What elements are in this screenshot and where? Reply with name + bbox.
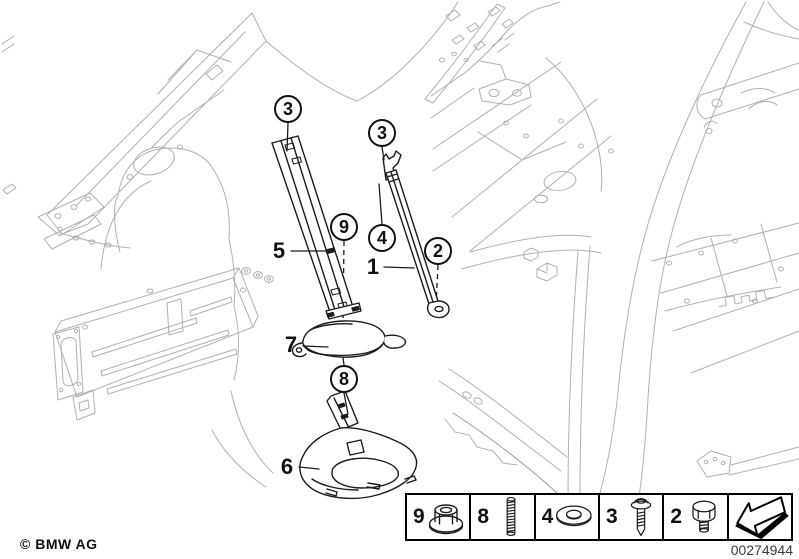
callout-8[interactable]: 8 bbox=[330, 365, 358, 393]
stud-icon bbox=[506, 497, 516, 537]
legend-number: 4 bbox=[541, 505, 554, 528]
callout-4[interactable]: 4 bbox=[368, 224, 396, 252]
washer-icon bbox=[556, 505, 592, 527]
legend-number: 2 bbox=[670, 505, 682, 528]
direction-arrow-icon bbox=[735, 496, 789, 539]
copyright-text: © BMW AG bbox=[20, 536, 98, 552]
callout-9[interactable]: 9 bbox=[330, 213, 358, 241]
leader-lines bbox=[286, 122, 415, 470]
legend-cell-8[interactable]: 8 bbox=[471, 495, 536, 539]
callout-2[interactable]: 2 bbox=[424, 237, 452, 265]
callout-1[interactable]: 1 bbox=[366, 254, 380, 279]
legend-number: 3 bbox=[605, 505, 618, 528]
legend-cell-2[interactable]: 2 bbox=[664, 495, 729, 539]
callout-3-right[interactable]: 3 bbox=[368, 119, 396, 147]
callout-7[interactable]: 7 bbox=[284, 332, 298, 357]
legend-cell-3[interactable]: 3 bbox=[600, 495, 665, 539]
callout-3-left[interactable]: 3 bbox=[274, 95, 302, 123]
fastener-legend: 9 8 4 3 bbox=[405, 493, 793, 541]
flange-screw-icon bbox=[631, 498, 652, 536]
left-body-structure-art bbox=[1, 1, 506, 488]
hex-bolt-icon bbox=[692, 500, 716, 533]
legend-cell-9[interactable]: 9 bbox=[407, 495, 472, 539]
cap-part-7 bbox=[291, 320, 407, 358]
strut-brace-part-5 bbox=[271, 135, 362, 320]
right-body-structure-art bbox=[430, 1, 799, 512]
callout-6[interactable]: 6 bbox=[280, 454, 294, 479]
legend-number: 9 bbox=[413, 505, 425, 528]
legend-cell-4[interactable]: 4 bbox=[536, 495, 600, 539]
plate-number-text: 00274944 bbox=[730, 542, 793, 558]
tension-strut-part-1 bbox=[382, 150, 450, 319]
legend-cell-arrow[interactable] bbox=[729, 495, 791, 539]
flange-nut-icon bbox=[429, 504, 464, 535]
bracket-part-6 bbox=[299, 390, 418, 500]
dashed-leader-lines bbox=[342, 240, 439, 325]
legend-number: 8 bbox=[477, 505, 490, 528]
callout-5[interactable]: 5 bbox=[272, 238, 286, 263]
